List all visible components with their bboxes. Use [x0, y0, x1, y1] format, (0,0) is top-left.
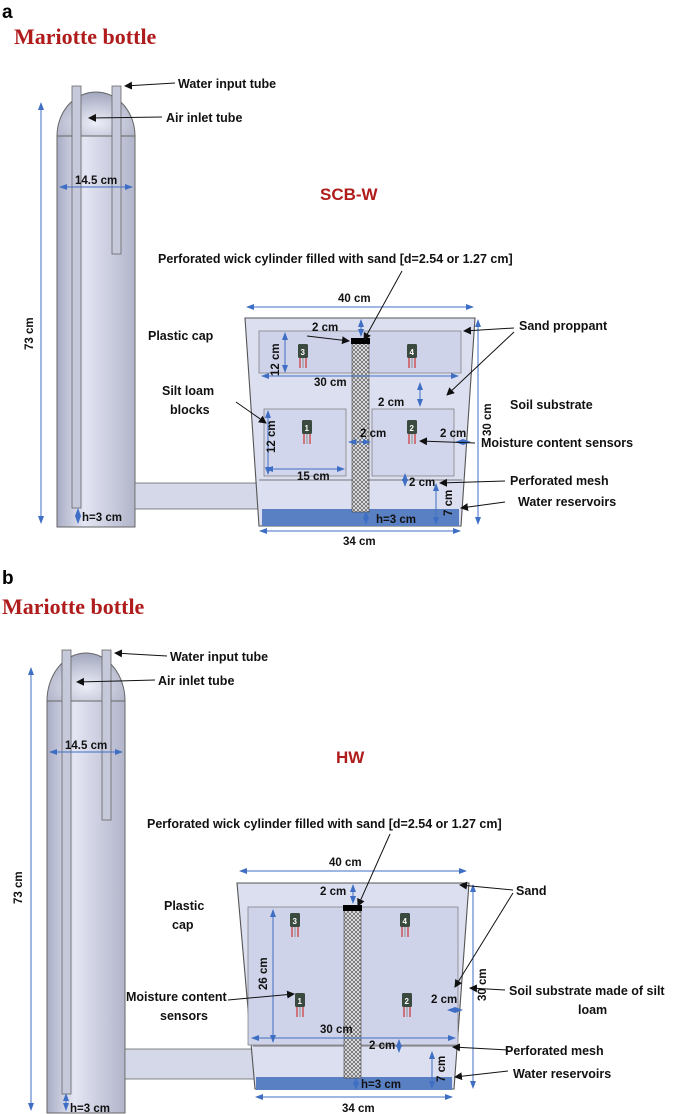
outlet-pipe: [134, 482, 264, 510]
label-reservoir: Water reservoirs: [518, 495, 616, 509]
label-mesh: Perforated mesh: [510, 474, 609, 488]
sensor-label: 3: [293, 917, 298, 926]
dim-text: 2 cm: [320, 886, 346, 898]
dim-text: h=3 cm: [361, 1079, 401, 1091]
label-air-inlet: Air inlet tube: [158, 674, 234, 688]
sensor-label: 4: [403, 917, 408, 926]
dim-text: 15 cm: [297, 471, 330, 483]
dim-text: 2 cm: [312, 322, 338, 334]
dim-text: 73 cm: [24, 317, 36, 350]
label-soil-substrate: Soil substrate made of silt: [509, 984, 665, 998]
wick-cylinder: [351, 339, 370, 513]
label-wick: Perforated wick cylinder filled with san…: [158, 252, 513, 266]
dim-text: h=3 cm: [82, 512, 122, 524]
sensor-label: 4: [410, 348, 415, 357]
label-air-inlet: Air inlet tube: [166, 111, 242, 125]
water-reservoir: [262, 509, 459, 526]
label-sand: Sand: [516, 884, 547, 898]
dim-text: 30 cm: [314, 377, 347, 389]
mariotte-bottle: [46, 649, 256, 1114]
outlet-pipe: [124, 1048, 256, 1080]
sensor-label: 2: [410, 424, 415, 433]
panel-b: b Mariotte bottle 3 4 1 2 HW: [2, 568, 665, 1114]
air-inlet-tube: [111, 85, 122, 255]
label-water-input: Water input tube: [170, 650, 268, 664]
label-silt-loam: blocks: [170, 403, 210, 417]
water-input-tube: [71, 85, 82, 509]
dim-text: 2 cm: [431, 994, 457, 1006]
panel-a: a Mariotte bottle 3 4 1 2: [2, 2, 633, 548]
sensor-label: 1: [298, 997, 303, 1006]
label-moisture: Moisture content sensors: [481, 436, 633, 450]
dim-text: 2 cm: [360, 428, 386, 440]
dim-text: 2 cm: [378, 397, 404, 409]
label-plastic-cap: cap: [172, 918, 194, 932]
label-moisture: sensors: [160, 1009, 208, 1023]
dim-text: 40 cm: [338, 293, 371, 305]
dim-text: h=3 cm: [376, 514, 416, 526]
container-b: 3 4 1 2: [236, 882, 470, 1090]
panel-heading: SCB-W: [320, 185, 379, 204]
label-soil-substrate: Soil substrate: [510, 398, 593, 412]
container-a: 3 4 1 2: [244, 317, 476, 527]
dim-text: 7 cm: [443, 490, 455, 516]
mariotte-bottle: [56, 85, 264, 528]
panel-letter: a: [2, 2, 13, 23]
dim-text: 2 cm: [369, 1040, 395, 1052]
plastic-cap: [343, 905, 362, 911]
sensor-label: 3: [301, 348, 306, 357]
dimension-lines: [38, 102, 481, 534]
dim-text: 34 cm: [342, 1103, 375, 1114]
plastic-cap: [351, 338, 370, 344]
dim-text: 12 cm: [270, 343, 282, 376]
dim-text: 30 cm: [482, 403, 494, 436]
wick-cylinder: [343, 909, 362, 1079]
label-wick: Perforated wick cylinder filled with san…: [147, 817, 502, 831]
callout-arrows: [76, 649, 514, 1081]
panel-heading: HW: [336, 748, 365, 767]
sensor-label: 1: [305, 424, 310, 433]
dim-text: 2 cm: [440, 428, 466, 440]
label-plastic-cap: Plastic: [164, 899, 204, 913]
panel-title: Mariotte bottle: [2, 594, 145, 619]
dim-text: 7 cm: [436, 1056, 448, 1082]
callout-arrows: [88, 81, 515, 512]
panel-title: Mariotte bottle: [14, 24, 157, 49]
label-plastic-cap: Plastic cap: [148, 329, 214, 343]
label-water-input: Water input tube: [178, 77, 276, 91]
label-silt-loam: Silt loam: [162, 384, 214, 398]
dim-text: 40 cm: [329, 857, 362, 869]
air-inlet-tube: [101, 649, 112, 821]
dim-text: 2 cm: [409, 477, 435, 489]
water-reservoir: [256, 1077, 452, 1090]
water-input-tube: [61, 649, 72, 1095]
label-moisture: Moisture content: [126, 990, 228, 1004]
dim-text: 30 cm: [477, 968, 489, 1001]
dim-text: 30 cm: [320, 1024, 353, 1036]
label-mesh: Perforated mesh: [505, 1044, 604, 1058]
dim-text: 73 cm: [13, 871, 25, 904]
dim-text: 34 cm: [343, 536, 376, 548]
panel-letter: b: [2, 568, 14, 589]
label-sand-proppant: Sand proppant: [519, 319, 608, 333]
dim-text: 26 cm: [258, 957, 270, 990]
dim-text: 12 cm: [266, 420, 278, 453]
sensor-label: 2: [405, 997, 410, 1006]
dim-text: h=3 cm: [70, 1103, 110, 1114]
dim-text: 14.5 cm: [65, 740, 107, 752]
dim-text: 14.5 cm: [75, 175, 117, 187]
label-soil-substrate: loam: [578, 1003, 607, 1017]
label-reservoir: Water reservoirs: [513, 1067, 611, 1081]
